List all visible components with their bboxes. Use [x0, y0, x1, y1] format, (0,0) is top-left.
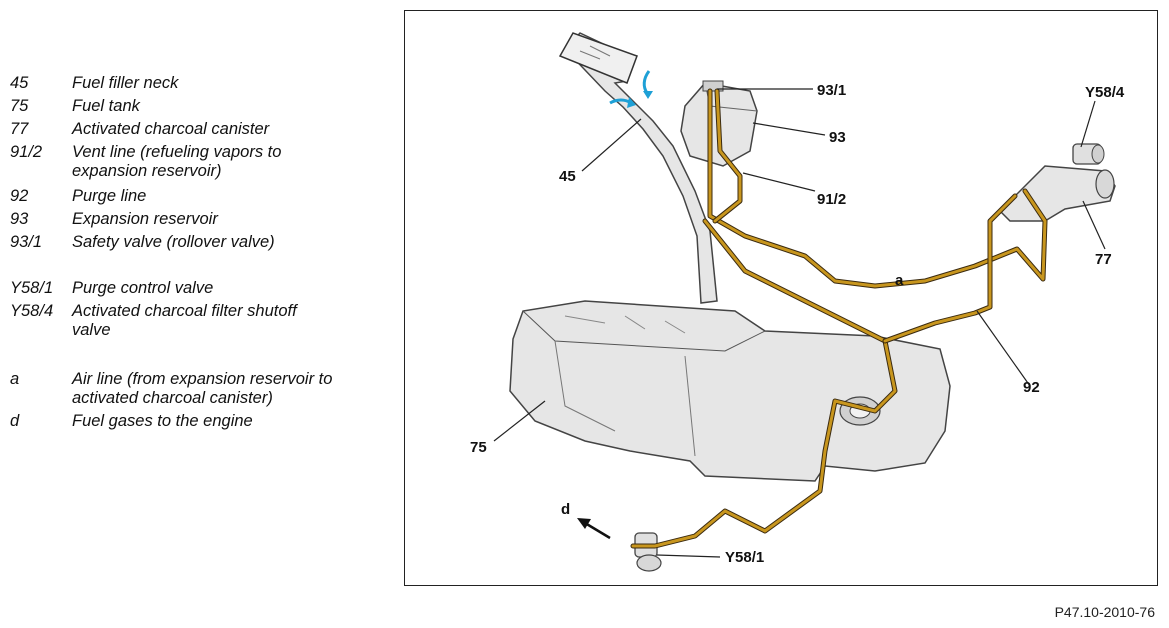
diagram-frame: 45 75 77 91/2 92 93 93/1 Y58/1 Y58/4 a d [404, 10, 1158, 586]
leader-lines [493, 88, 1106, 558]
shutoff-valve [1072, 143, 1105, 165]
callout-93: 93 [829, 129, 846, 146]
legend-desc: Activated charcoal canister [72, 120, 270, 138]
legend-desc: Purge control valve [72, 279, 214, 297]
legend-code: Y58/4 [10, 302, 54, 320]
legend-desc: Activated charcoal filter shutoff valve [72, 302, 297, 339]
legend-desc: Safety valve (rollover valve) [72, 233, 275, 251]
legend-desc: Air line (from expansion reservoir to ac… [72, 370, 333, 407]
gas-direction-arrow-icon [577, 518, 611, 540]
charcoal-canister [998, 165, 1116, 222]
legend-code: Y58/1 [10, 279, 54, 297]
legend-desc: Fuel gases to the engine [72, 412, 253, 430]
legend-desc: Expansion reservoir [72, 210, 218, 228]
legend-code: 75 [10, 97, 29, 115]
legend-desc: Vent line (refueling vapors to expansion… [72, 143, 282, 180]
callout-y58-4: Y58/4 [1085, 84, 1125, 101]
legend-code: d [10, 412, 20, 430]
fuel-system-diagram: 45 75 77 91/2 92 93 93/1 Y58/1 Y58/4 a d [470, 32, 1125, 572]
callout-92: 92 [1023, 379, 1040, 396]
legend-code: 91/2 [10, 143, 43, 161]
flow-arrow-icon [609, 70, 653, 108]
callout-d: d [561, 501, 570, 518]
callout-93-1: 93/1 [817, 82, 846, 99]
callout-a: a [895, 272, 904, 289]
callout-77: 77 [1095, 251, 1112, 268]
callout-45: 45 [559, 168, 576, 185]
legend-code: 45 [10, 74, 29, 92]
legend-desc: Fuel tank [72, 97, 140, 115]
purge-control-valve [634, 532, 662, 572]
figure-reference: P47.10-2010-76 [1054, 604, 1155, 620]
fuel-tank [509, 300, 951, 482]
legend-code: 92 [10, 187, 29, 205]
callout-91-2: 91/2 [817, 191, 846, 208]
callout-y58-1: Y58/1 [725, 549, 764, 566]
legend-code: 93 [10, 210, 29, 228]
fuel-filler-neck [558, 32, 718, 304]
legend-desc: Fuel filler neck [72, 74, 179, 92]
legend-code: a [10, 370, 20, 388]
legend-code: 93/1 [10, 233, 43, 251]
legend-desc: Purge line [72, 187, 147, 205]
legend-code: 77 [10, 120, 29, 138]
fuel-lines [630, 88, 1048, 549]
callout-75: 75 [470, 439, 487, 456]
